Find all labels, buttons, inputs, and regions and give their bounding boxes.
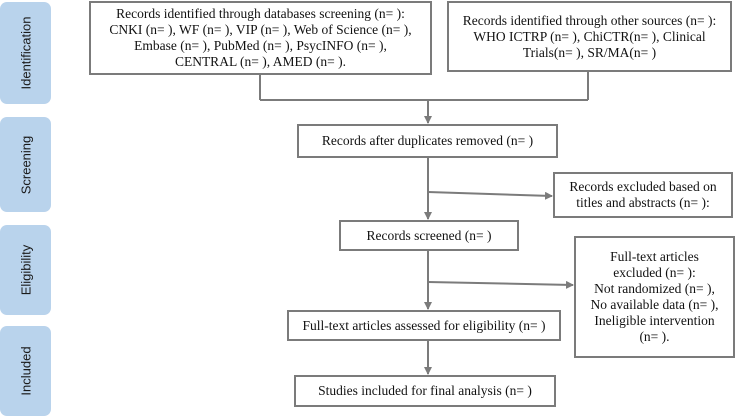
stage-tab-identification: Identification xyxy=(0,2,51,104)
other-line-2: WHO ICTRP (n= ), ChiCTR(n= ), Clinical xyxy=(473,28,706,44)
box-excluded-fulltext: Full-text articles excluded (n= ): Not r… xyxy=(574,236,735,358)
stage-tab-screening: Screening xyxy=(0,117,51,212)
databases-line-2: CNKI (n= ), WF (n= ), VIP (n= ), Web of … xyxy=(109,22,412,37)
box-excluded-titles: Records excluded based on titles and abs… xyxy=(553,172,733,218)
after-duplicates-label: Records after duplicates removed (n= ) xyxy=(321,133,534,148)
stage-label-screening: Screening xyxy=(18,135,33,194)
included-final-label: Studies included for final analysis (n= … xyxy=(318,383,532,398)
box-screened: Records screened (n= ) xyxy=(339,220,519,251)
excluded-titles-line-2: titles and abstracts (n= ): xyxy=(576,195,710,210)
stage-label-identification: Identification xyxy=(18,16,33,90)
screened-label: Records screened (n= ) xyxy=(366,227,492,243)
databases-line-4: CENTRAL (n= ), AMED (n= ). xyxy=(174,54,347,69)
box-databases: Records identified through databases scr… xyxy=(89,1,432,75)
stage-tab-included: Included xyxy=(0,326,51,416)
stage-label-eligibility: Eligibility xyxy=(18,244,33,296)
arrow-to-excluded-titles xyxy=(427,191,553,200)
excluded-fulltext-line-2: excluded (n= ): xyxy=(613,265,696,280)
box-included-final: Studies included for final analysis (n= … xyxy=(294,375,556,407)
other-line-1: Records identified through other sources… xyxy=(462,12,717,28)
box-other-sources: Records identified through other sources… xyxy=(447,1,732,72)
stage-tab-eligibility: Eligibility xyxy=(0,225,51,315)
excluded-titles-line-1: Records excluded based on xyxy=(569,179,717,194)
databases-line-3: Embase (n= ), PubMed (n= ), PsycINFO (n=… xyxy=(134,38,387,53)
other-line-3: Trials(n= ), SR/MA(n= ) xyxy=(522,44,657,60)
excluded-fulltext-line-6: (n= ). xyxy=(639,329,670,344)
box-after-duplicates: Records after duplicates removed (n= ) xyxy=(297,124,558,158)
arrow-to-excluded-fulltext xyxy=(427,280,574,289)
databases-line-1: Records identified through databases scr… xyxy=(116,6,405,21)
excluded-fulltext-line-5: Ineligible intervention xyxy=(594,313,715,328)
assessed-label: Full-text articles assessed for eligibil… xyxy=(302,317,546,333)
excluded-fulltext-line-1: Full-text articles xyxy=(610,249,699,264)
excluded-fulltext-line-4: No available data (n= ), xyxy=(590,297,719,312)
stage-label-included: Included xyxy=(18,346,33,396)
excluded-fulltext-line-3: Not randomized (n= ), xyxy=(594,281,715,296)
box-assessed: Full-text articles assessed for eligibil… xyxy=(287,310,561,341)
